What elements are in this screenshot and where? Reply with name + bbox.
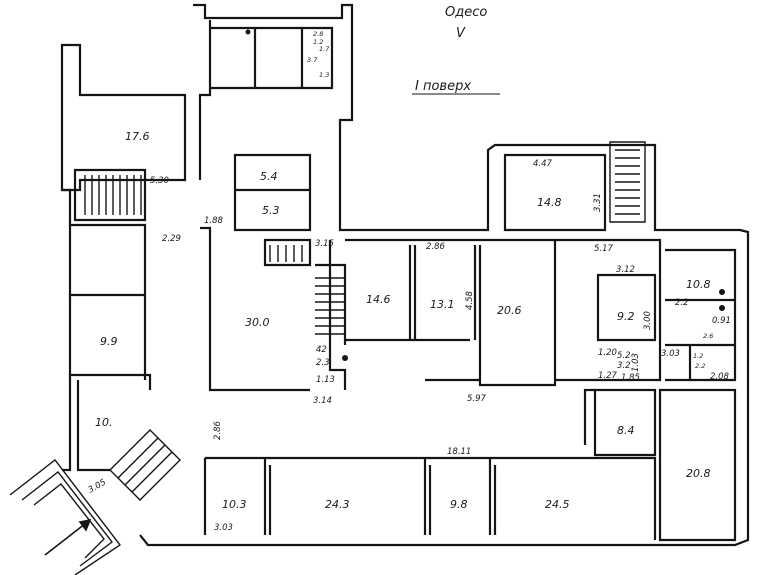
dimension-label: 3.31: [593, 193, 603, 212]
dimension-label: 2.29: [162, 234, 181, 244]
dimension-label: 0.91: [712, 316, 731, 326]
room-area-label: 5.3: [262, 204, 280, 217]
wall-stair-left: [73, 168, 147, 222]
stair-hall: [269, 245, 345, 335]
dimension-label: 3.14: [313, 396, 332, 406]
wall-left-outer: [60, 43, 187, 192]
room-area-label: 14.8: [537, 196, 562, 209]
stairs: [9, 141, 646, 575]
small-dimension-label: 2.8: [313, 30, 323, 38]
wc-fixture-icon: [719, 305, 725, 311]
wall-upper-small: [253, 28, 304, 88]
dimension-label: 3.00: [643, 311, 653, 330]
dimension-label: 3.03: [214, 523, 233, 533]
wc-fixture-icon: [719, 289, 725, 295]
dimension-label: 1.88: [204, 216, 224, 226]
dimension-label: 3.2: [617, 361, 631, 371]
dimension-label: 2.86: [213, 420, 223, 440]
small-dimension-label: 1.7: [319, 45, 330, 53]
room-area-label: 30.0: [245, 316, 270, 329]
walls: [60, 3, 750, 547]
wall-upper-core: [210, 26, 334, 90]
wall-hall-stair: [263, 238, 347, 345]
fixtures: [245, 29, 725, 361]
small-dimension-label: 1.2: [693, 352, 703, 360]
wall-row2: [345, 238, 557, 387]
stair-right: [609, 141, 646, 223]
small-dimension-label: 2.2: [695, 362, 705, 370]
room-area-label: 10.3: [222, 498, 247, 511]
sink-icon: [342, 355, 348, 361]
dimension-label: 1.27: [598, 371, 618, 381]
city-label: Одесо: [445, 5, 487, 20]
dimension-label: 5.97: [467, 394, 487, 404]
dimension-label: 2.08: [710, 372, 730, 382]
entrance-arrow-icon: [44, 518, 92, 556]
dimension-label: 3.05: [87, 477, 108, 495]
room-area-label: 20.6: [497, 304, 522, 317]
dimension-label: 5.2: [617, 351, 631, 361]
dimension-label: 3.03: [661, 349, 680, 359]
wall-top-wing-inner: [198, 20, 212, 180]
wall-room-20-8: [658, 388, 737, 542]
wall-room-9-2: [596, 273, 657, 342]
wall-corridor-tail: [425, 378, 595, 445]
room-area-label: 9.9: [100, 335, 118, 348]
small-dimension-label: 1.2: [313, 38, 323, 46]
dimension-label: 42: [316, 345, 327, 355]
wall-left-column: [62, 188, 72, 472]
dimension-label: 3.15: [315, 239, 334, 249]
small-dimension-label: 1.3: [319, 71, 329, 79]
dimension-label: 1.03: [631, 353, 641, 372]
sheet-label: V: [456, 26, 466, 41]
sink-icon: [245, 29, 251, 35]
dimension-label: 4.58: [465, 290, 475, 310]
room-area-label: 20.8: [686, 467, 711, 480]
room-area-label: 5.4: [260, 170, 278, 183]
dimension-label: 5.17: [594, 244, 614, 254]
dimension-label: 3.12: [616, 265, 635, 275]
dimension-label: 1.20: [598, 348, 617, 358]
stair-left: [84, 175, 142, 215]
dimension-label: 1.85: [621, 373, 640, 383]
wall-bottom-row: [203, 456, 657, 540]
dimension-label: 18.11: [447, 447, 471, 457]
wall-left-rooms: [70, 223, 152, 472]
room-area-label: 9.2: [617, 310, 635, 323]
dimension-label: 2.2: [675, 298, 689, 308]
floor-label: I поверх: [415, 79, 471, 94]
room-area-label: 24.3: [325, 498, 350, 511]
room-area-label: 24.5: [545, 498, 570, 511]
dimension-label: 4.47: [533, 159, 553, 169]
room-area-label: 14.6: [366, 293, 391, 306]
stair-entrance: [9, 429, 181, 575]
wall-wc: [665, 248, 737, 382]
small-dimension-label: 2.6: [703, 332, 713, 340]
room-area-label: 9.8: [450, 498, 468, 511]
dimension-label: 1.13: [316, 375, 335, 385]
wall-hall: [200, 226, 347, 392]
wall-top-wing: [139, 3, 750, 547]
dimension-label: 5.30: [150, 176, 169, 186]
room-area-label: 10.: [95, 416, 113, 429]
dimension-label: 2.3: [316, 358, 330, 368]
wall-stair-right: [503, 153, 607, 232]
dimension-label: 2.86: [426, 242, 446, 252]
room-area-label: 10.8: [686, 278, 711, 291]
wall-small-rooms: [233, 153, 312, 232]
wall-right-block: [555, 238, 662, 382]
room-area-label: 13.1: [430, 298, 455, 311]
room-area-label: 8.4: [617, 424, 635, 437]
room-area-label: 17.6: [125, 130, 150, 143]
small-dimension-label: 3.7: [307, 56, 318, 64]
wall-bottom-inner: [263, 458, 492, 535]
wall-room-8-4: [593, 388, 657, 457]
